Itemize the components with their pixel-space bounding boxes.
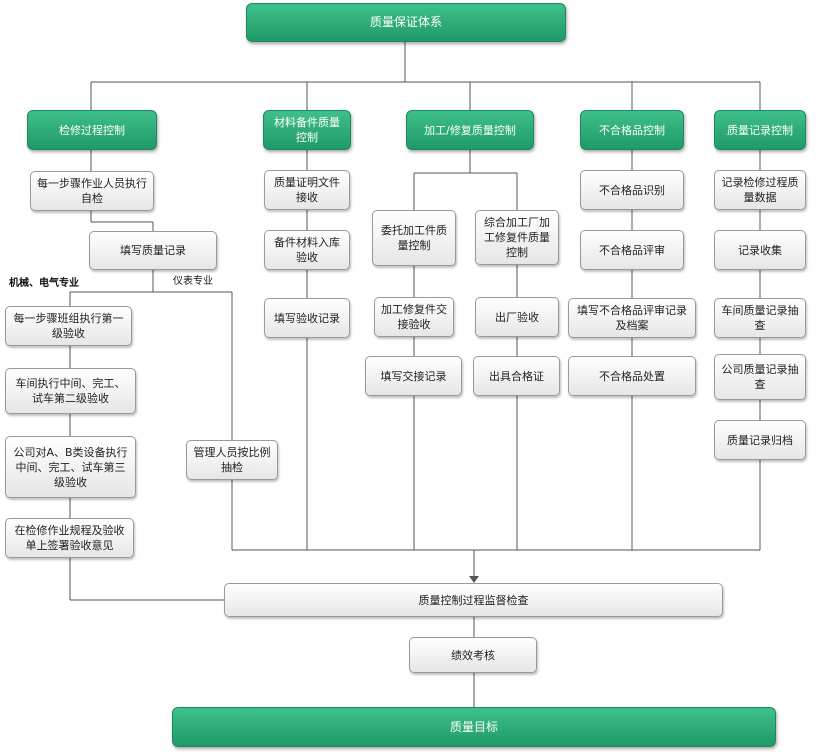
nonconforming-review-record: 填写不合格品评审记录及档案	[568, 298, 696, 338]
materials-warehouse-acceptance: 备件材料入库验收	[264, 230, 350, 270]
supervision-node: 质量控制过程监督检查	[224, 583, 723, 617]
processing-factory-acceptance: 出厂验收	[475, 297, 559, 337]
processing-outsourced-acceptance: 加工修复件交接验收	[374, 297, 454, 337]
root-node: 质量保证体系	[246, 3, 566, 42]
nonconforming-disposal: 不合格品处置	[568, 356, 696, 396]
inspection-self-check: 每一步骤作业人员执行自检	[30, 171, 154, 211]
instrument-label: 仪表专业	[173, 276, 213, 287]
materials-acceptance-record: 填写验收记录	[264, 298, 350, 338]
inspection-step-1: 每一步骤班组执行第一级验收	[5, 306, 132, 346]
goal-node: 质量目标	[172, 707, 776, 747]
records-workshop-check: 车间质量记录抽查	[714, 298, 806, 338]
category-materials: 材料备件质量控制	[263, 110, 351, 150]
records-archive: 质量记录归档	[714, 420, 806, 460]
category-inspection: 检修过程控制	[27, 110, 157, 150]
materials-certificate: 质量证明文件接收	[264, 170, 350, 210]
inspection-step-2: 车间执行中间、完工、试车第二级验收	[5, 368, 136, 414]
processing-plant: 综合加工厂加工修复件质量控制	[475, 210, 559, 265]
nonconforming-identify: 不合格品识别	[580, 170, 684, 210]
inspection-step-4: 在检修作业规程及验收单上签署验收意见	[5, 518, 134, 558]
records-process-data: 记录检修过程质量数据	[714, 170, 806, 210]
processing-handover-record: 填写交接记录	[365, 356, 462, 396]
processing-certificate: 出具合格证	[473, 356, 560, 396]
mech-electrical-label: 机械、电气专业	[9, 278, 79, 289]
inspection-fill-record: 填写质量记录	[89, 231, 217, 270]
inspection-spot-check: 管理人员按比例抽检	[186, 440, 278, 480]
category-processing: 加工/修复质量控制	[406, 110, 534, 150]
inspection-step-3: 公司对A、B类设备执行中间、完工、试车第三级验收	[5, 436, 136, 498]
nonconforming-review: 不合格品评审	[580, 230, 684, 270]
processing-outsourced: 委托加工件质量控制	[372, 210, 456, 266]
records-company-check: 公司质量记录抽查	[714, 354, 806, 400]
records-collection: 记录收集	[714, 230, 806, 270]
category-records: 质量记录控制	[714, 110, 806, 150]
assessment-node: 绩效考核	[409, 637, 537, 673]
category-nonconforming: 不合格品控制	[580, 110, 684, 150]
